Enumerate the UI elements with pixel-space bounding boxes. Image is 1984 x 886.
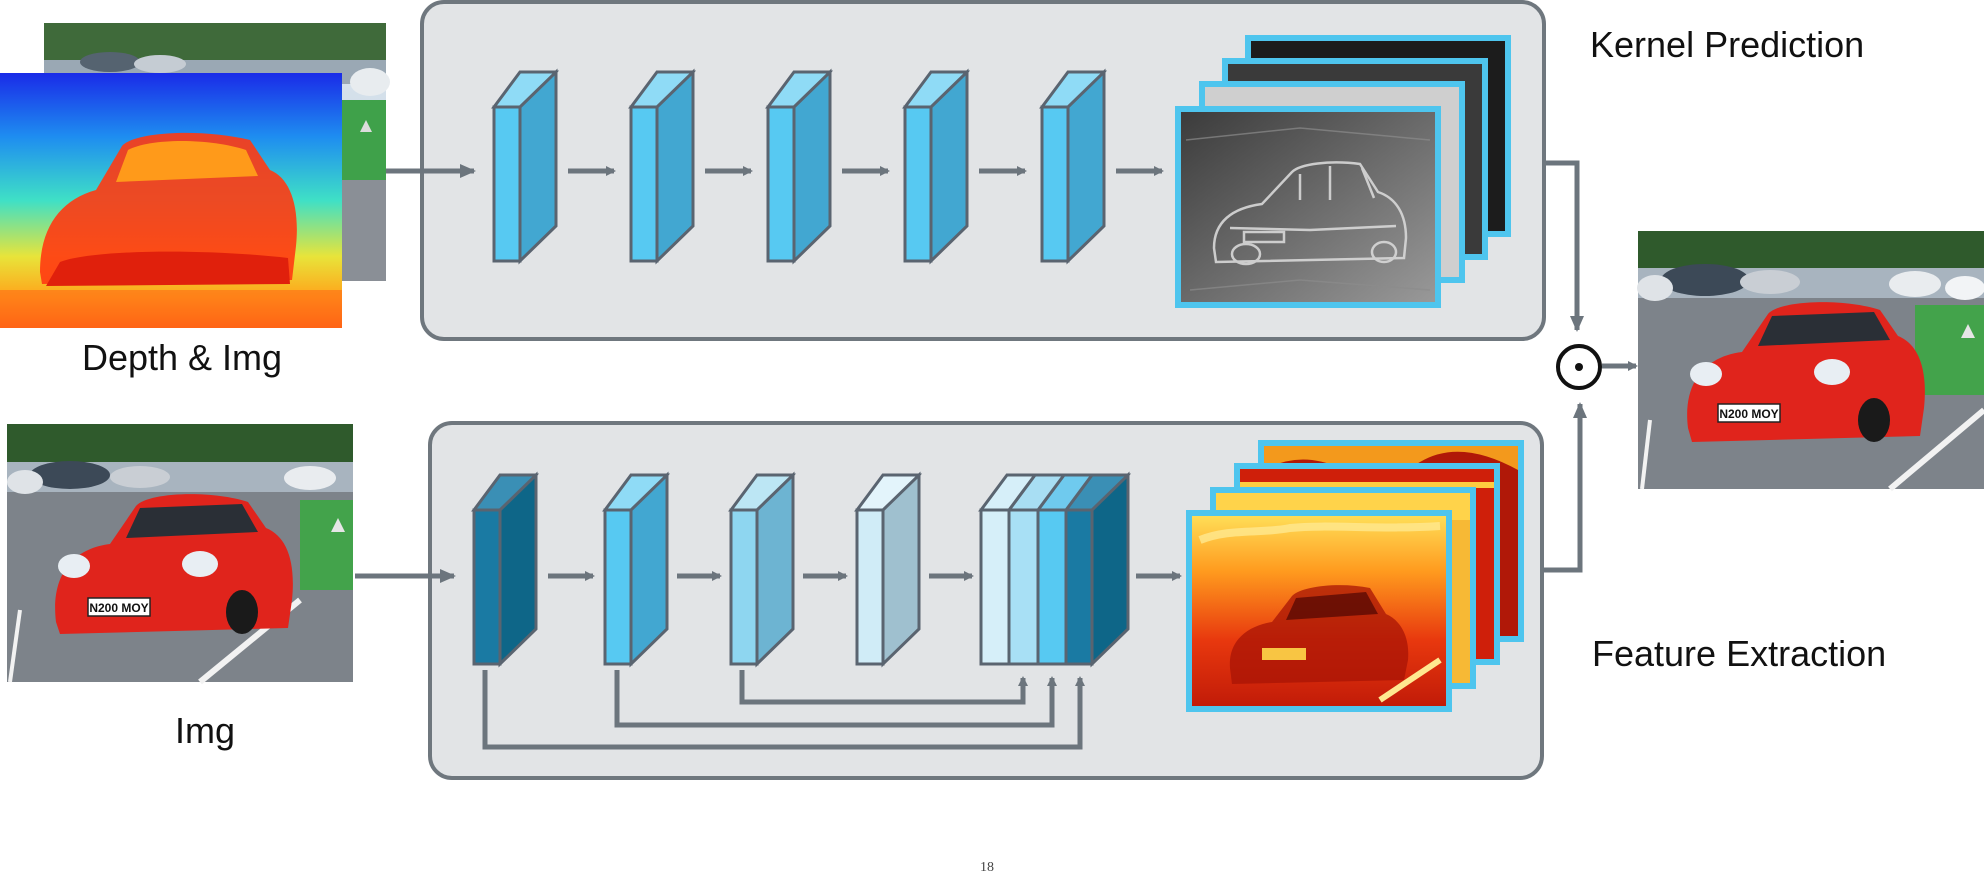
feature-conv-block: [602, 471, 670, 668]
license-plate-text: N200 MOY: [89, 601, 148, 615]
feature-extraction-title: Feature Extraction: [1592, 633, 1886, 674]
license-plate-text: N200 MOY: [1719, 407, 1778, 421]
feature-to-product-arrow: [1543, 402, 1587, 573]
feature-map: [1186, 510, 1452, 712]
red-car: N200 MOY: [55, 494, 293, 634]
skip-connection: [482, 670, 1085, 750]
predicted-kernel-stack: [1175, 35, 1511, 308]
kernel-map: [1175, 106, 1441, 308]
depth-map: [0, 73, 342, 328]
feature-map-stack: [1186, 440, 1524, 712]
concat-slice: [1007, 508, 1040, 666]
concat-slice: [979, 508, 1011, 666]
feature-conv-block: [728, 471, 796, 668]
concatenation-block: [978, 471, 1131, 668]
red-car: N200 MOY: [1687, 302, 1925, 442]
depth-and-image-input: [0, 23, 390, 328]
circle-dot-icon: [1556, 344, 1602, 390]
kernel-conv-block: [491, 68, 559, 265]
kernel-conv-block: [765, 68, 833, 265]
kernel-conv-block: [902, 68, 970, 265]
skip-connection: [739, 670, 1028, 705]
page-number: 18: [980, 860, 994, 875]
output-image: N200 MOY: [1637, 231, 1984, 492]
feature-conv-block: [854, 471, 922, 668]
kernel-conv-block: [628, 68, 696, 265]
img-label: Img: [175, 710, 235, 751]
concat-slice: [1036, 508, 1068, 666]
image-input: N200 MOY: [7, 424, 353, 685]
kernel-conv-block: [1039, 68, 1107, 265]
kernel-to-product-arrow: [1546, 160, 1584, 332]
kernel-prediction-title: Kernel Prediction: [1590, 24, 1864, 65]
depth-img-label: Depth & Img: [82, 337, 282, 378]
feature-conv-block: [471, 471, 539, 668]
concat-slice: [1064, 508, 1094, 666]
skip-connection: [614, 670, 1057, 728]
